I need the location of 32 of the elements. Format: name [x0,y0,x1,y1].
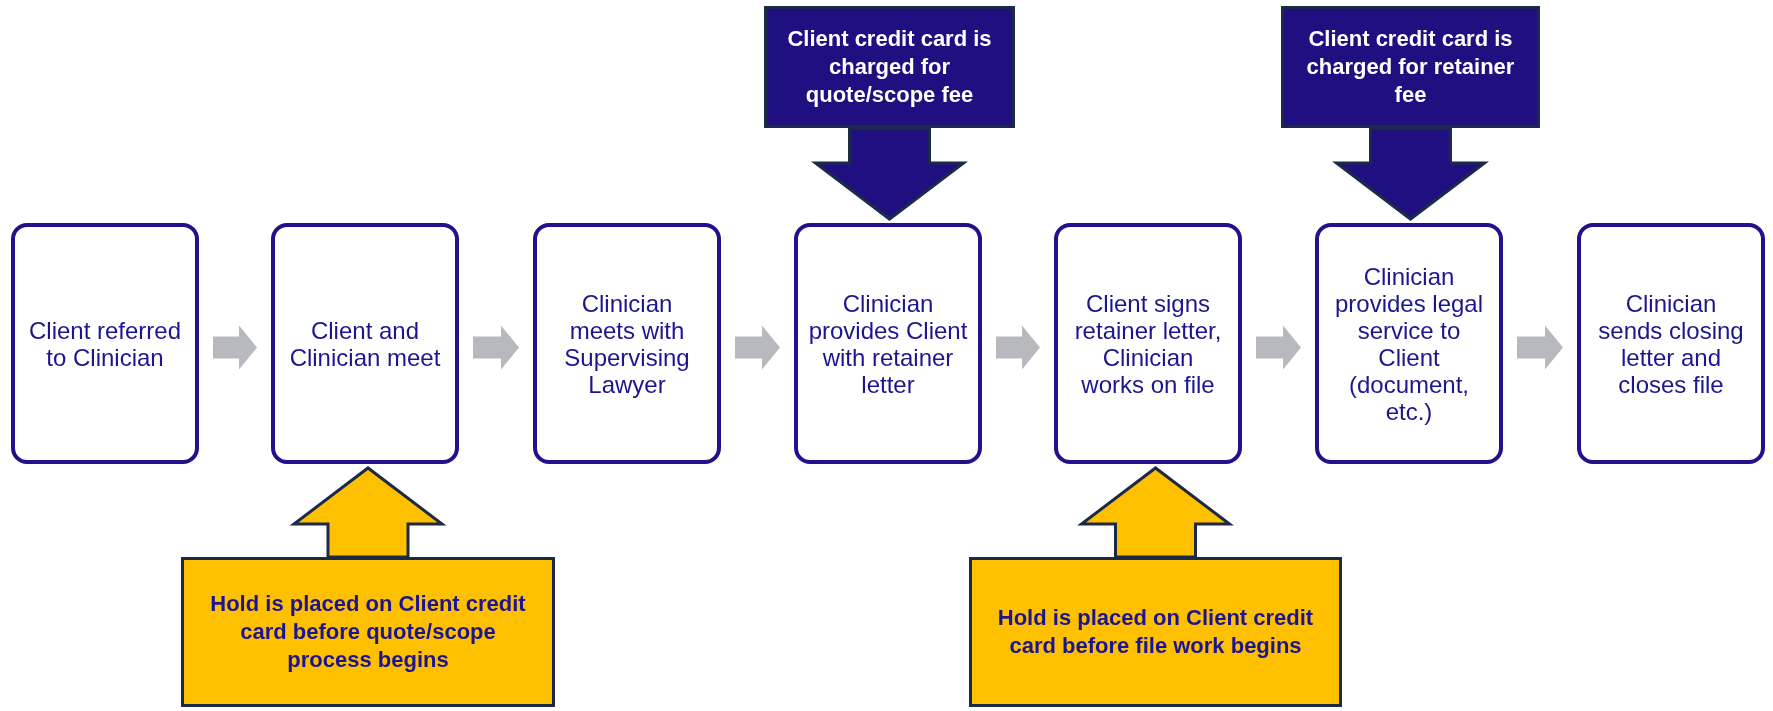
callout-box [1281,6,1540,128]
process-box [271,223,459,464]
box-text: Hold is placed on Client credit card before file work begins [996,604,1315,660]
process-box [794,223,982,464]
box-text: Client credit card is charged for retainer fee [1305,25,1516,109]
callout-arrow [1332,126,1489,221]
process-box [1315,223,1503,464]
process-box [11,223,199,464]
box-text: Hold is placed on Client credit card before quote/scope process begins [209,590,527,674]
arrow [996,325,1040,370]
box-text: Clinician meets with Supervising Lawyer [563,289,691,398]
arrow [213,325,257,370]
box-text: Client and Clinician meet [288,316,442,371]
arrow [735,325,780,370]
box-text: Clinician provides legal service to Client (document, etc.) [1333,262,1485,425]
callout-arrow [1077,466,1234,559]
box-text: Client credit card is charged for quote/scope fee [786,25,993,109]
box-text: Client referred to Clinician [27,316,183,371]
box-text: Clinician sends closing letter and closes file [1597,289,1745,398]
arrow [1256,325,1301,370]
callout-arrow [811,126,968,221]
box-text: Clinician provides Client with retainer letter [808,289,968,398]
box-text: Client signs retainer letter, Clinician works on file [1073,289,1223,398]
arrow [473,325,519,370]
callout-box [969,557,1342,707]
callout-box [181,557,555,707]
arrow [1517,325,1563,370]
callout-box [764,6,1015,128]
callout-arrow [289,466,447,559]
process-box [1577,223,1765,464]
process-box [533,223,721,464]
process-box [1054,223,1242,464]
